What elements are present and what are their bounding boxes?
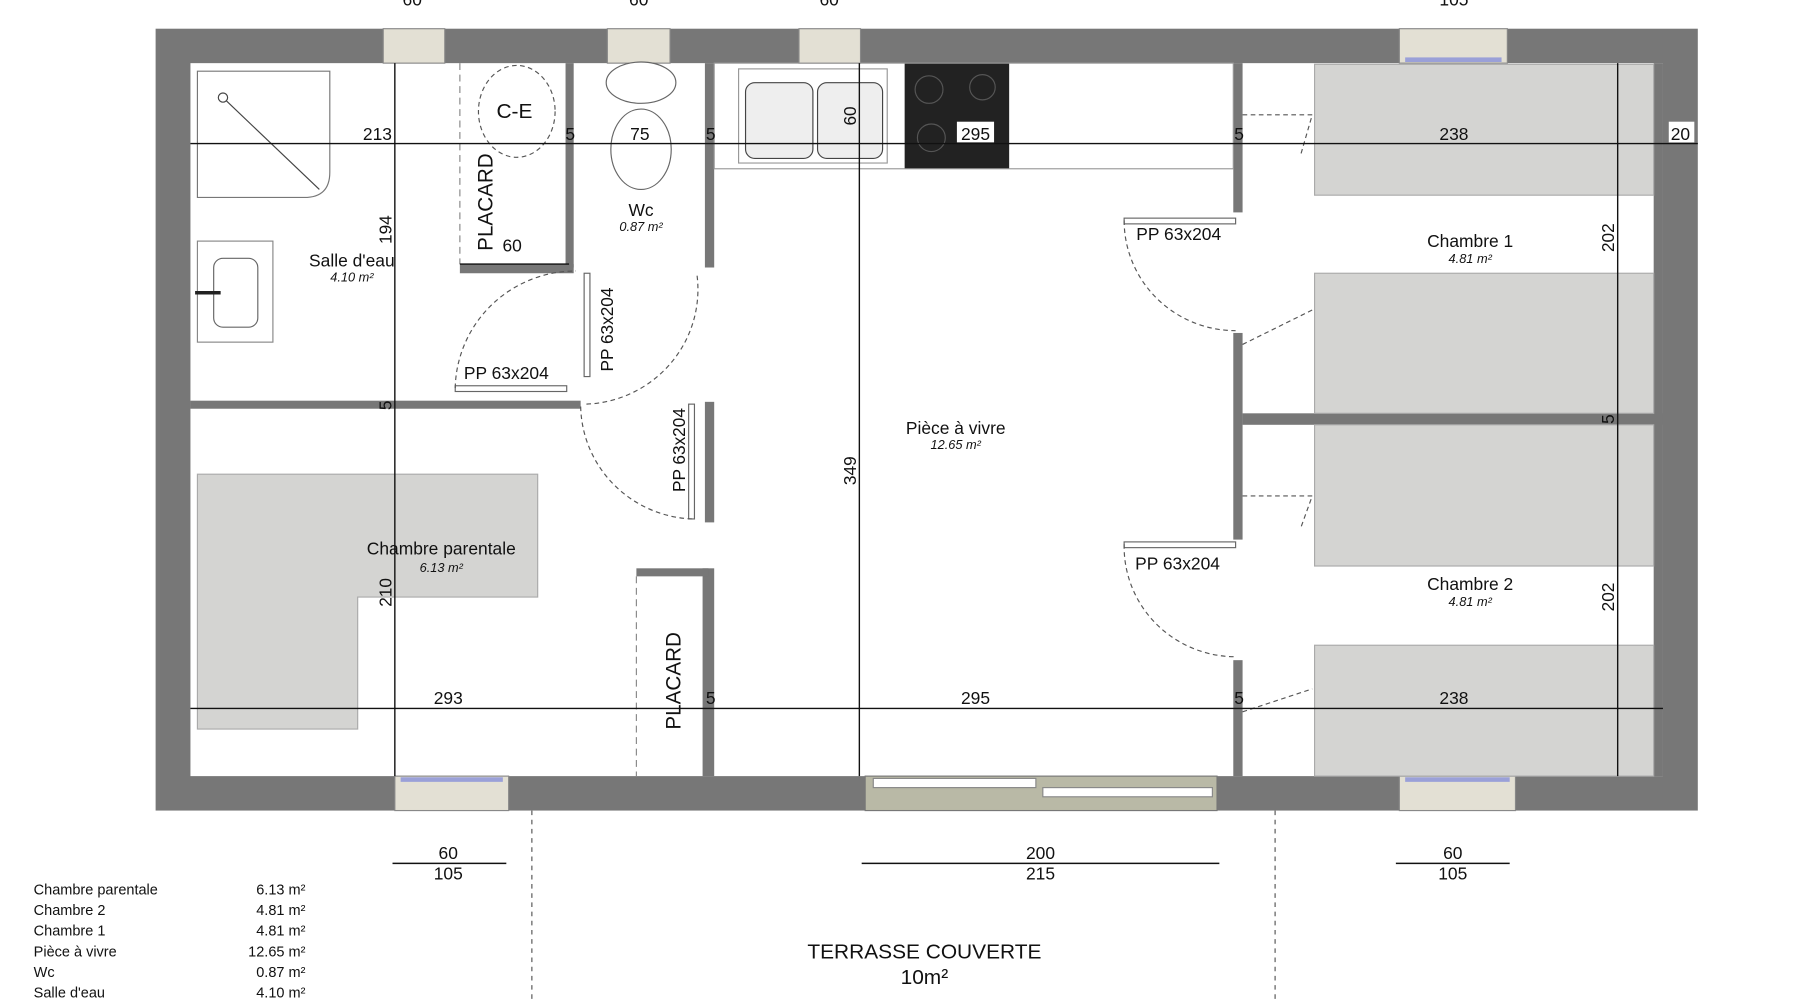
dim-label: 202 [1598,223,1618,252]
terrace-label: TERRASSE COUVERTE [807,941,1041,964]
legend-room: Salle d'eau [34,986,105,1000]
dim-label: 60 [1443,843,1462,863]
door-label: PP 63x204 [1136,224,1221,244]
dim-label: 295 [961,688,990,708]
top-dim: 60 [403,0,422,10]
area-legend: Chambre parentale 6.13 m² Chambre 2 4.81… [34,882,306,1000]
dim-label: 213 [363,124,392,144]
room-area: 4.81 m² [1449,595,1493,609]
kitchen-counter [713,62,1234,170]
dim-label: 5 [1234,124,1244,144]
legend-room: Pièce à vivre [34,944,117,960]
window [606,28,671,64]
legend-area: 4.81 m² [256,903,305,919]
dim-label: 5 [1598,414,1618,424]
room-area: 0.87 m² [619,220,663,234]
dim-label: 5 [565,124,575,144]
placard-label: PLACARD [474,153,497,251]
room-name: Salle d'eau [309,250,395,270]
top-dimensions: 60 60 60 105 [403,0,1469,10]
room-area: 4.81 m² [1449,252,1493,266]
dim-label: 75 [630,124,649,144]
window [382,28,446,64]
dim-label: 60 [439,843,458,863]
legend-area: 0.87 m² [256,965,305,981]
door-label: PP 63x204 [1135,554,1220,574]
bed [196,473,539,730]
dim-label: 295 [961,124,990,144]
legend-room: Wc [34,965,55,981]
fixtures [195,61,1234,777]
dimension-labels: 213 5 75 5 295 5 238 20 60 194 5 210 349… [363,106,1695,884]
dim-label: 105 [1438,864,1467,884]
dim-label: 5 [706,688,716,708]
dim-label: 293 [434,688,463,708]
dim-label: 215 [1026,864,1055,884]
room-name: Pièce à vivre [906,418,1006,438]
legend-area: 4.81 m² [256,924,305,940]
dim-label: 238 [1439,688,1468,708]
room-name: Chambre 1 [1427,231,1513,251]
dimension-lines [190,63,1698,1000]
annotations: PLACARD PLACARD C-E PP 63x204 PP 63x204 … [464,100,1222,989]
dim-label: 349 [840,456,860,485]
window [798,28,862,64]
dim-label: 210 [375,578,395,607]
room-name: Chambre 2 [1427,574,1513,594]
dim-label: 105 [434,864,463,884]
dim-label: 202 [1598,583,1618,612]
dim-label: 60 [502,236,521,256]
dim-label: 5 [706,124,716,144]
dim-label: 5 [375,400,395,410]
placard-label: PLACARD [662,632,685,730]
top-dim: 60 [819,0,838,10]
dim-label: 5 [1234,688,1244,708]
legend-room: Chambre 2 [34,903,106,919]
bed [1314,272,1655,414]
legend-room: Chambre 1 [34,924,106,940]
legend-room: Chambre parentale [34,882,158,898]
room-area: 12.65 m² [931,438,982,452]
dim-label: 20 [1671,124,1690,144]
legend-area: 4.10 m² [256,986,305,1000]
bed [1314,424,1655,567]
door-label: PP 63x204 [669,408,689,492]
dim-label: 60 [840,106,860,125]
dim-label: 194 [375,215,395,244]
room-labels: Salle d'eau 4.10 m² Wc 0.87 m² Pièce à v… [309,200,1513,609]
room-name: Wc [628,200,653,220]
top-dim: 60 [629,0,648,10]
room-area: 4.10 m² [330,270,374,284]
bed [1314,63,1655,196]
door-label: PP 63x204 [464,363,549,383]
dim-label: 238 [1439,124,1468,144]
water-heater-label: C-E [496,100,532,123]
terrace-area: 10m² [901,966,949,989]
doors [454,114,1314,713]
top-dim: 105 [1439,0,1468,10]
legend-area: 6.13 m² [256,882,305,898]
beds [196,63,1655,777]
water-heater-circle [477,64,556,158]
interior-walls [190,63,1663,777]
legend-area: 12.65 m² [248,944,305,960]
dim-label: 200 [1026,843,1055,863]
bed [1314,644,1655,777]
room-area: 6.13 m² [420,561,464,575]
toilet [605,61,677,104]
shower [196,70,331,199]
door-label: PP 63x204 [597,287,617,371]
cooktop [904,63,1010,169]
room-name: Chambre parentale [367,539,516,559]
